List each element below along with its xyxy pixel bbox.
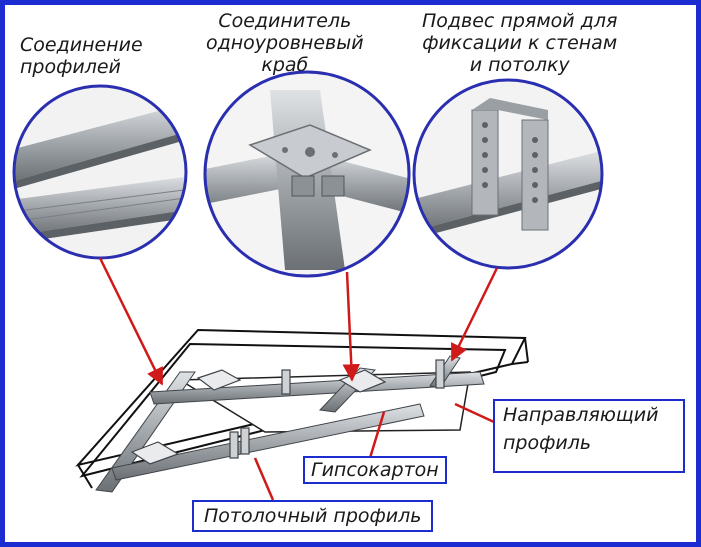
title-line: фиксации к стенам: [422, 32, 618, 54]
label-line: Направляющий: [503, 404, 659, 426]
guide-profile-frame: [75, 328, 529, 489]
label-guide-profile: Направляющий профиль: [493, 399, 685, 473]
pointer-arrows: [98, 257, 499, 501]
detail-circle-crab-connector: [203, 70, 411, 278]
pointer-ceiling-profile: [253, 457, 275, 501]
hangers: [229, 359, 445, 459]
arrow-direct-hanger: [450, 267, 499, 362]
label-line: профиль: [503, 432, 592, 454]
title-direct-hanger: Подвес прямой для фиксации к стенам и по…: [422, 10, 617, 76]
title-crab-connector: Соединитель одноуровневый краб: [206, 10, 364, 76]
detail-circle-direct-hanger: [412, 78, 604, 270]
arrow-crab-connector: [342, 271, 361, 382]
label-drywall: Гипсокартон: [303, 456, 447, 484]
title-line: краб: [261, 54, 309, 76]
label-ceiling-profile: Потолочный профиль: [192, 500, 434, 532]
title-line: и потолку: [469, 54, 570, 76]
title-line: профилей: [20, 56, 121, 78]
pointer-guide-profile: [454, 402, 495, 424]
title-line: одноуровневый: [206, 32, 364, 54]
title-line: Подвес прямой для: [422, 10, 618, 32]
title-line: Соединение: [20, 34, 143, 56]
detail-circle-profile-joint: [12, 84, 188, 260]
arrow-profile-joint: [98, 257, 164, 386]
pointer-drywall: [368, 411, 386, 459]
title-line: Соединитель: [218, 10, 352, 32]
title-profile-joint: Соединение профилей: [20, 34, 143, 78]
